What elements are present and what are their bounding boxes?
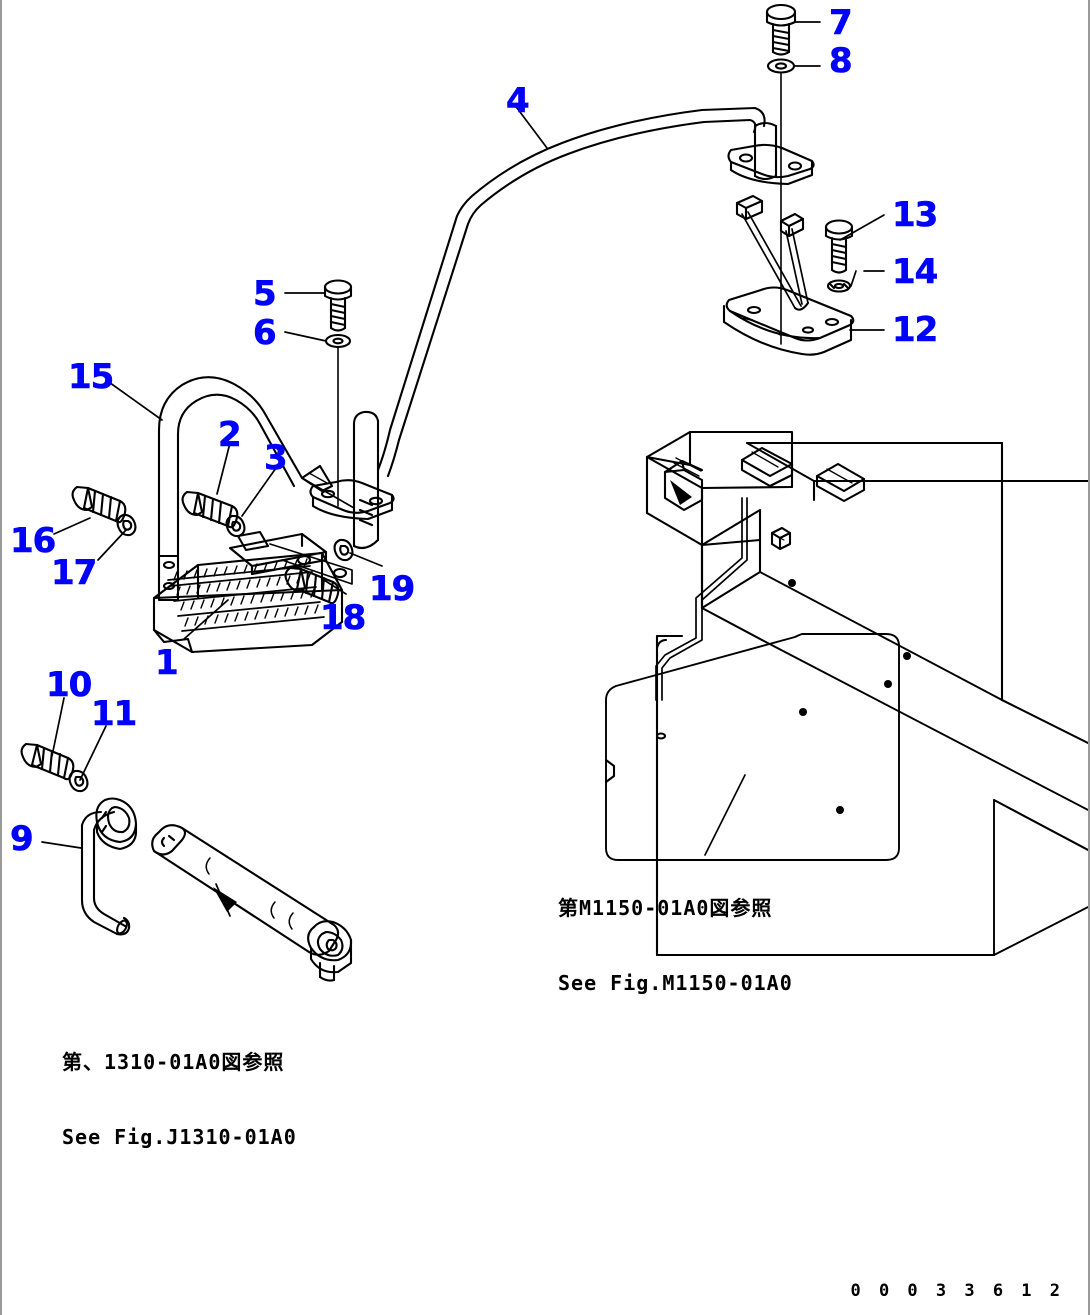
fastener-group-16-17 [71, 485, 137, 537]
reference-note-m1150-en: See Fig.M1150-01A0 [558, 971, 793, 995]
callout-18: 18 [320, 598, 367, 638]
callout-13: 13 [892, 195, 939, 235]
reference-note-j1310: 第、1310-01A0図参照 See Fig.J1310-01A0 [62, 1000, 297, 1200]
fastener-group-13-14 [824, 219, 854, 293]
fastener-group-2-3 [181, 490, 246, 538]
callout-1: 1 [155, 643, 179, 683]
machine-body-frame [604, 430, 1088, 957]
callout-16: 16 [10, 521, 57, 561]
bracket-assembly-12 [722, 194, 855, 356]
handrail-pipe-4 [376, 106, 778, 478]
handrail-post-center [301, 279, 395, 550]
reference-note-m1150-jp: 第M1150-01A0図参照 [558, 896, 773, 920]
callout-19: 19 [369, 569, 416, 609]
callout-8: 8 [829, 41, 853, 81]
callout-14: 14 [892, 252, 939, 292]
callout-9: 9 [10, 819, 34, 859]
callout-15: 15 [68, 357, 115, 397]
fastener-group-18-19 [284, 538, 354, 605]
callout-12: 12 [892, 310, 939, 350]
reference-note-j1310-jp: 第、1310-01A0図参照 [62, 1050, 285, 1074]
reference-note-m1150: 第M1150-01A0図参照 See Fig.M1150-01A0 [558, 846, 793, 1046]
drawing-number: 0 0 0 3 3 6 1 2 [850, 1281, 1064, 1301]
cylinder-assembly [151, 824, 353, 982]
callout-4: 4 [506, 81, 530, 121]
callout-2: 2 [218, 415, 242, 455]
callout-11: 11 [91, 694, 138, 734]
handrail-base-flange-right [727, 143, 815, 186]
callout-3: 3 [264, 438, 288, 478]
reference-note-j1310-en: See Fig.J1310-01A0 [62, 1125, 297, 1149]
callout-6: 6 [253, 313, 277, 353]
callout-7: 7 [829, 3, 853, 43]
step-plate-1 [152, 530, 353, 654]
leader-lines [41, 21, 885, 917]
callout-17: 17 [51, 553, 98, 593]
callout-5: 5 [253, 274, 277, 314]
bracket-rod-9 [80, 797, 138, 936]
callout-10: 10 [46, 665, 93, 705]
fastener-group-10-11 [20, 742, 89, 793]
